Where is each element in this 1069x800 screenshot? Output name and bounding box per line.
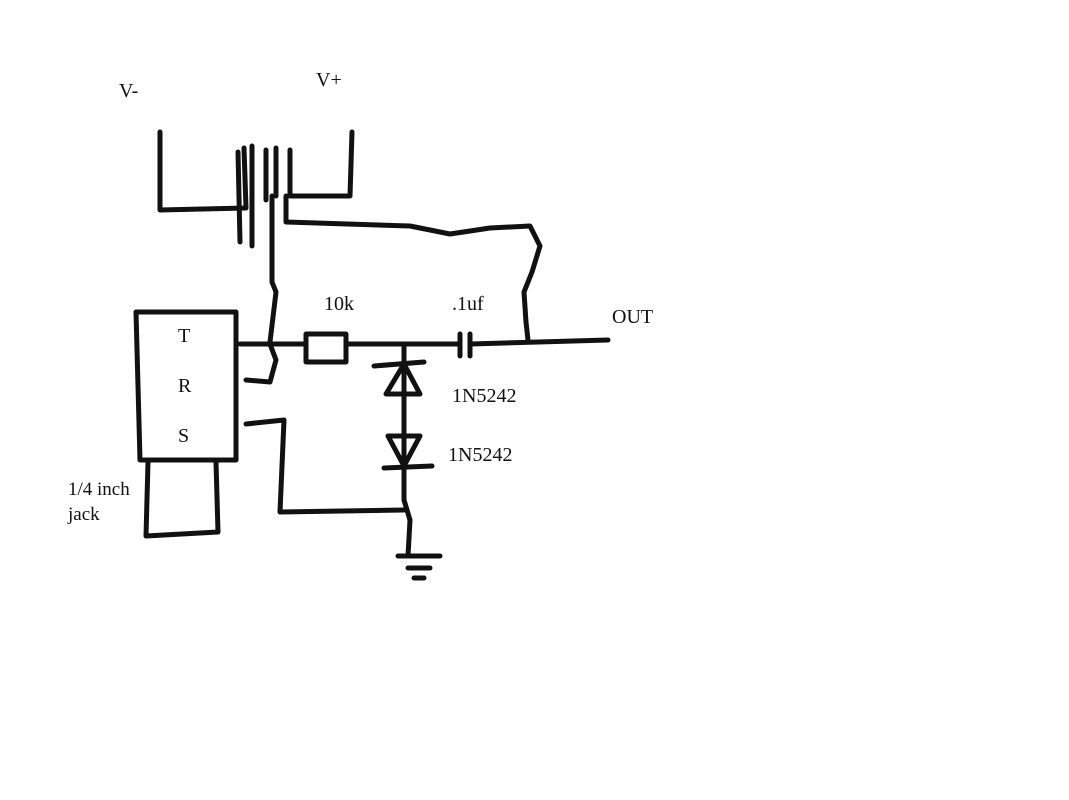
resistor-10k bbox=[303, 331, 349, 365]
output-label: OUT bbox=[612, 306, 653, 328]
vplus-feed-wire bbox=[283, 193, 543, 343]
zener-bottom-label: 1N5242 bbox=[448, 444, 512, 466]
capacitor-label: .1uf bbox=[452, 293, 484, 315]
v-plus-label: V+ bbox=[316, 69, 342, 91]
v-plus-contact bbox=[287, 129, 355, 199]
output-wire bbox=[467, 337, 611, 347]
jack-ring-label: R bbox=[178, 375, 192, 397]
zener-top-bar bbox=[371, 359, 427, 369]
jack-caption-line1: 1/4 inch bbox=[68, 479, 130, 500]
tip-loop bbox=[243, 341, 279, 385]
sleeve-ground-wire bbox=[243, 417, 407, 515]
zener-top-triangle bbox=[383, 361, 423, 397]
jack-body bbox=[133, 309, 239, 463]
supply-strip-1 bbox=[235, 149, 243, 245]
zener-bottom-bar bbox=[381, 463, 435, 471]
v-minus-label: V- bbox=[119, 80, 138, 102]
jack-sleeve-loop bbox=[143, 459, 221, 539]
v-minus-contact bbox=[157, 129, 249, 213]
jack-tip-label: T bbox=[178, 325, 190, 347]
jack-caption-line2: jack bbox=[67, 504, 100, 525]
jack-sleeve-label: S bbox=[178, 425, 189, 447]
zener-top-label: 1N5242 bbox=[452, 385, 516, 407]
resistor-label: 10k bbox=[324, 293, 354, 315]
supply-to-tip-wire bbox=[267, 193, 279, 345]
zener-stack-wire bbox=[401, 341, 413, 559]
zener-bottom-triangle bbox=[385, 433, 423, 469]
